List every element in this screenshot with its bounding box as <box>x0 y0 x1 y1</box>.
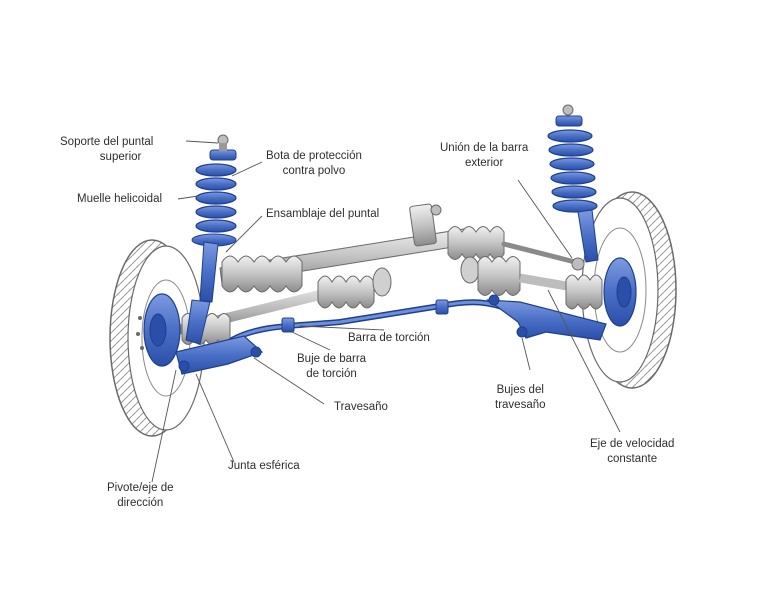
steering-rack <box>219 203 585 293</box>
left-strut <box>185 134 237 345</box>
label-bujes-travesano: Bujes del travesaño <box>495 384 546 411</box>
label-soporte-puntal: Soporte del puntal superior <box>60 136 154 163</box>
right-hub <box>603 257 637 327</box>
label-bota-proteccion: Bota de protección contra polvo <box>266 150 362 177</box>
label-buje-barra: Buje de barra de torción <box>297 353 367 380</box>
label-muelle-helicoidal: Muelle helicoidal <box>77 193 163 205</box>
label-pivote-eje: Pivote/eje de dirección <box>107 482 174 509</box>
label-travesano: Travesaño <box>334 401 388 413</box>
label-union-barra: Unión de la barra exterior <box>440 142 529 169</box>
label-junta-esferica: Junta esférica <box>228 460 300 472</box>
right-control-arm <box>485 294 607 341</box>
right-strut <box>547 104 599 263</box>
label-barra-torcion: Barra de torción <box>348 332 430 344</box>
left-control-arm <box>175 335 264 375</box>
left-hub <box>136 293 181 367</box>
leader-lines <box>151 140 621 483</box>
right-drive-shaft <box>460 256 603 310</box>
label-eje-velocidad: Eje de velocidad constante <box>590 438 675 465</box>
label-ensamblaje-puntal: Ensamblaje del puntal <box>266 208 380 220</box>
